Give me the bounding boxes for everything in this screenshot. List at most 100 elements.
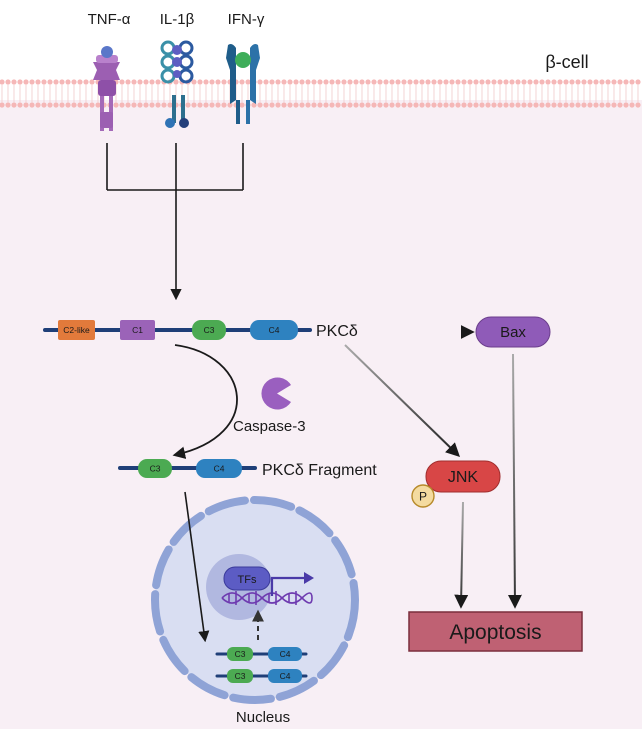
lipid-head [0,79,5,85]
lipid-head [77,102,83,108]
lipid-head [521,79,527,85]
apoptosis-box [408,611,583,652]
lipid-head [593,102,599,108]
lipid-head [221,79,227,85]
lipid-head [317,102,323,108]
lipid-head [23,79,29,85]
lipid-head [581,79,587,85]
receptor-connectors [106,143,244,301]
lipid-head [299,79,305,85]
lipid-head [83,79,89,85]
lipid-head [347,79,353,85]
lipid-head [347,102,353,108]
lipid-head [137,102,143,108]
lipid-head [311,102,317,108]
lipid-head [263,102,269,108]
lipid-head [35,79,41,85]
lipid-head [287,79,293,85]
lipid-head [47,102,53,108]
lipid-head [119,79,125,85]
lipid-head [281,79,287,85]
lipid-head [227,102,233,108]
lipid-head [215,79,221,85]
cleavage-arrow [172,344,238,459]
lipid-head [521,102,527,108]
lipid-head [617,102,623,108]
lipid-head [155,79,161,85]
tnf-alpha-label: TNF-α [88,11,131,28]
lipid-head [71,102,77,108]
lipid-head [419,79,425,85]
lipid-head [371,102,377,108]
tnf-receptor-icon [93,46,120,131]
lipid-head [0,102,5,108]
lipid-head [569,79,575,85]
lipid-head [419,102,425,108]
lipid-head [449,102,455,108]
lipid-head [383,79,389,85]
lipid-head [143,102,149,108]
lipid-head [335,79,341,85]
jnk-to-apoptosis-arrow [454,501,469,609]
jnk-node [425,460,501,493]
lipid-head [53,102,59,108]
lipid-head [413,79,419,85]
lipid-head [461,102,467,108]
lipid-head [491,79,497,85]
transcription-arrow-icon [270,576,306,596]
lipid-head [635,102,641,108]
pkc-domain-c1 [120,320,155,340]
lipid-head [617,79,623,85]
lipid-head [167,102,173,108]
lipid-head [611,102,617,108]
lipid-head [251,102,257,108]
lipid-head [275,102,281,108]
lipid-head [623,102,629,108]
nucleus [151,496,359,704]
lipid-head [485,102,491,108]
lipid-head [269,79,275,85]
lipid-head [353,102,359,108]
lipid-head [377,102,383,108]
lipid-head [437,79,443,85]
lipid-head [551,79,557,85]
nuclear-fragment-2-c4: C4 [280,671,291,681]
transcription-arrowhead-icon [304,572,314,584]
lipid-head [245,79,251,85]
lipid-head [191,79,197,85]
lipid-head [605,79,611,85]
lipid-head [293,79,299,85]
lipid-head [113,102,119,108]
nuclear-fragment-1-c3: C3 [235,649,246,659]
pkc-domain-c3-label: C3 [204,325,215,335]
lipid-head [635,79,641,85]
lipid-head [539,79,545,85]
lipid-head [209,102,215,108]
lipid-head [527,79,533,85]
ifn-receptor-icon [226,44,260,124]
lipid-head [587,79,593,85]
lipid-head [173,79,179,85]
lipid-head [47,79,53,85]
pkc-fragment-molecule: C3 C4 [118,459,257,478]
pkc-delta-label: PKCδ [316,323,358,340]
lipid-head [341,79,347,85]
nuclear-fragment-2: C3 C4 [215,669,308,683]
lipid-head [71,79,77,85]
lipid-head [29,102,35,108]
lipid-head [509,102,515,108]
lipid-head [497,102,503,108]
lipid-head [407,79,413,85]
lipid-head [449,79,455,85]
ifn-gamma-label: IFN-γ [228,11,265,28]
lipid-head [575,102,581,108]
bax-to-apoptosis-arrow [507,353,522,609]
lipid-head [563,102,569,108]
nucleus-label: Nucleus [236,709,290,726]
lipid-head [563,79,569,85]
lipid-head [581,102,587,108]
lipid-head [611,79,617,85]
lipid-head [329,79,335,85]
pkc-domain-c2like [58,320,95,340]
